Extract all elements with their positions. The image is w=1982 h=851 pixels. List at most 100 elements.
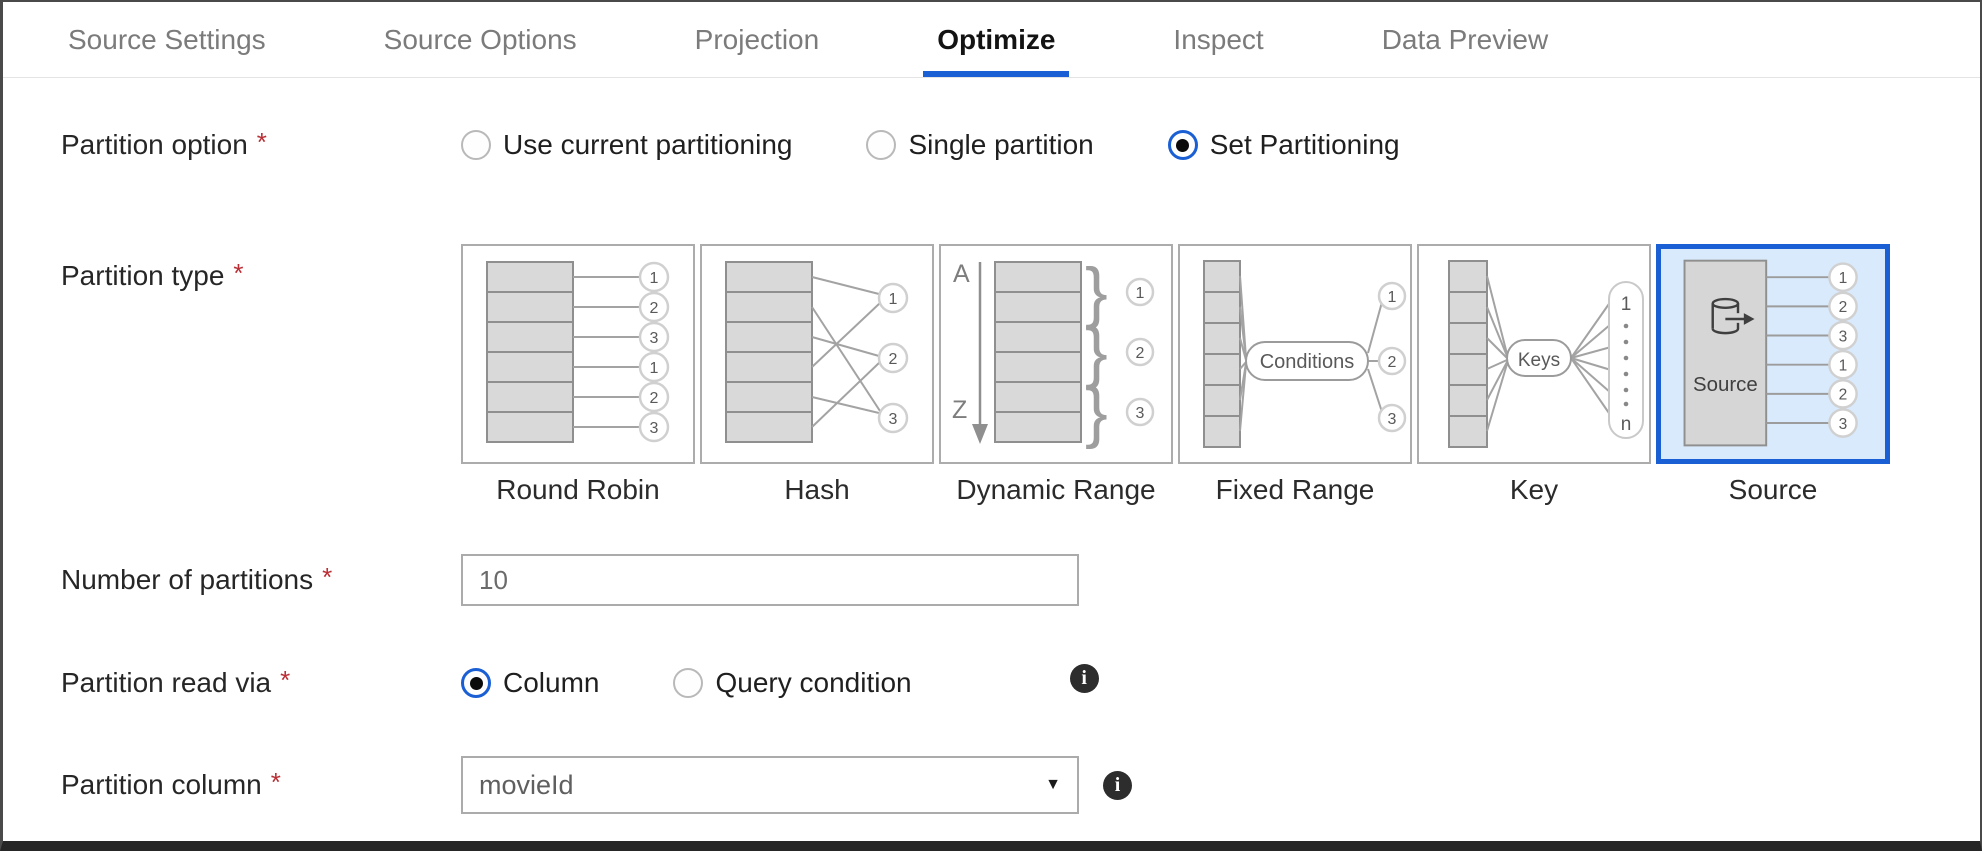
radio-label: Use current partitioning — [503, 129, 793, 160]
partition-number: 1 — [1136, 285, 1145, 302]
tab-inspect[interactable]: Inspect — [1173, 2, 1263, 77]
required-asterisk: * — [256, 127, 267, 157]
partition-type-label: Partition type* — [3, 244, 461, 292]
number-of-partitions-label: Number of partitions * — [3, 562, 461, 596]
partition-number: 2 — [1388, 354, 1397, 371]
partition-number: 3 — [1839, 328, 1848, 345]
number-of-partitions-input[interactable] — [461, 554, 1079, 606]
partition-number: 2 — [1839, 387, 1848, 404]
partition-number: 1 — [889, 291, 898, 308]
partition-read-via-radios: Column Query condition — [461, 667, 986, 699]
radio-circle-icon — [461, 130, 491, 160]
key-diagram-icon: Keys 1 n — [1448, 260, 1644, 448]
radio-column[interactable]: Column — [461, 667, 599, 699]
radio-circle-icon — [673, 668, 704, 698]
tile-round-robin: 1 2 3 1 2 3 Round Robin — [461, 244, 695, 506]
source-diagram-icon: Source 1 2 3 1 2 3 — [1683, 259, 1858, 447]
partition-column-dropdown[interactable]: movieId ▼ — [461, 756, 1079, 814]
field-label-text: Partition read via — [61, 667, 272, 698]
tab-label: Inspect — [1173, 23, 1264, 55]
tab-label: Source Settings — [68, 23, 266, 55]
tab-label: Projection — [694, 23, 820, 55]
radio-circle-icon — [866, 130, 897, 160]
dynamic-range-diagram-icon: A Z } } } — [952, 254, 1155, 450]
field-label-text: Number of partitions — [61, 564, 314, 595]
radio-dot — [1176, 138, 1190, 152]
tab-data-preview[interactable]: Data Preview — [1382, 2, 1549, 77]
info-icon[interactable]: i — [1069, 664, 1099, 693]
tab-optimize[interactable]: Optimize — [923, 2, 1070, 77]
partition-number: 2 — [889, 351, 898, 368]
partition-number: 2 — [650, 390, 659, 407]
tile-source: Source 1 2 3 1 2 3 — [1656, 244, 1890, 506]
tile-hash: 1 2 3 Hash — [700, 244, 934, 506]
tile-caption: Key — [1509, 474, 1559, 505]
tab-label: Optimize — [937, 23, 1056, 55]
tile-hash-option[interactable]: 1 2 3 — [700, 244, 934, 464]
tile-fixed-range-option[interactable]: Conditions 1 2 3 — [1178, 244, 1412, 464]
tile-caption: Hash — [784, 474, 850, 505]
fixed-range-diagram-icon: Conditions 1 2 3 — [1203, 260, 1407, 448]
chevron-down-icon: ▼ — [1045, 776, 1061, 793]
radio-use-current-partitioning[interactable]: Use current partitioning — [461, 129, 792, 161]
key-range-top: 1 — [1621, 294, 1632, 315]
partition-number: 1 — [650, 360, 659, 377]
radio-label: Column — [503, 667, 600, 698]
partition-number: 1 — [1839, 358, 1848, 375]
partition-number: 2 — [1136, 345, 1145, 362]
field-label-text: Partition option — [61, 129, 248, 160]
partition-number: 2 — [1839, 299, 1848, 316]
brace-icon: } — [1085, 314, 1108, 390]
tab-projection[interactable]: Projection — [695, 2, 820, 77]
tile-source-option-selected[interactable]: Source 1 2 3 1 2 3 — [1656, 244, 1890, 464]
partition-number: 3 — [1136, 405, 1145, 422]
required-asterisk: * — [270, 767, 281, 797]
tab-bar: Source Settings Source Options Projectio… — [3, 2, 1980, 78]
tile-dynamic-range: A Z } } } — [939, 244, 1173, 506]
database-icon — [1711, 297, 1746, 335]
partition-number: 1 — [650, 270, 659, 287]
partition-read-via-row: Partition read via * Column Query conditi… — [3, 662, 1980, 704]
radio-query-condition[interactable]: Query condition — [673, 667, 912, 699]
tile-dynamic-range-option[interactable]: A Z } } } — [939, 244, 1173, 464]
field-label-text: Partition type — [61, 260, 225, 291]
partition-number: 1 — [1839, 270, 1848, 287]
radio-set-partitioning[interactable]: Set Partitioning — [1167, 129, 1400, 161]
vertical-dots-icon — [1623, 323, 1629, 407]
partition-number: 3 — [1839, 416, 1848, 433]
partition-option-label: Partition option * — [3, 127, 461, 161]
number-of-partitions-row: Number of partitions * — [3, 554, 1980, 606]
radio-single-partition[interactable]: Single partition — [866, 129, 1094, 161]
brace-icon: } — [1085, 374, 1108, 450]
partition-number: 3 — [650, 420, 659, 437]
partition-read-via-label: Partition read via * — [3, 665, 461, 699]
partition-number: 3 — [889, 411, 898, 428]
partition-number: 2 — [650, 300, 659, 317]
radio-dot — [469, 676, 483, 690]
partition-column-label: Partition column * — [3, 767, 461, 801]
radio-label: Single partition — [908, 129, 1094, 160]
required-asterisk: * — [322, 562, 333, 592]
keys-pill-label: Keys — [1518, 350, 1560, 371]
field-label-text: Partition column — [61, 769, 262, 800]
tab-source-settings[interactable]: Source Settings — [68, 2, 266, 77]
info-icon[interactable]: i — [1103, 770, 1132, 800]
partition-number: 3 — [650, 330, 659, 347]
tab-source-options[interactable]: Source Options — [384, 2, 577, 77]
partition-column-row: Partition column * movieId ▼ i — [3, 756, 1980, 814]
tile-caption: Source — [1728, 474, 1818, 505]
conditions-pill-label: Conditions — [1260, 351, 1355, 373]
tile-caption: Fixed Range — [1215, 474, 1375, 505]
radio-label: Query condition — [715, 667, 912, 698]
partition-type-row: Partition type* — [3, 244, 1980, 506]
partition-option-radios: Use current partitioning Single partitio… — [461, 129, 1474, 161]
round-robin-diagram-icon: 1 2 3 1 2 3 — [486, 261, 670, 443]
partition-type-tiles: 1 2 3 1 2 3 Round Robin — [461, 244, 1895, 506]
active-tab-underline — [923, 71, 1070, 77]
key-range-bottom: n — [1621, 414, 1632, 435]
required-asterisk: * — [280, 665, 291, 695]
tile-key-option[interactable]: Keys 1 n — [1417, 244, 1651, 464]
tile-caption: Round Robin — [496, 474, 660, 505]
tile-round-robin-option[interactable]: 1 2 3 1 2 3 — [461, 244, 695, 464]
tile-caption: Dynamic Range — [956, 474, 1156, 505]
